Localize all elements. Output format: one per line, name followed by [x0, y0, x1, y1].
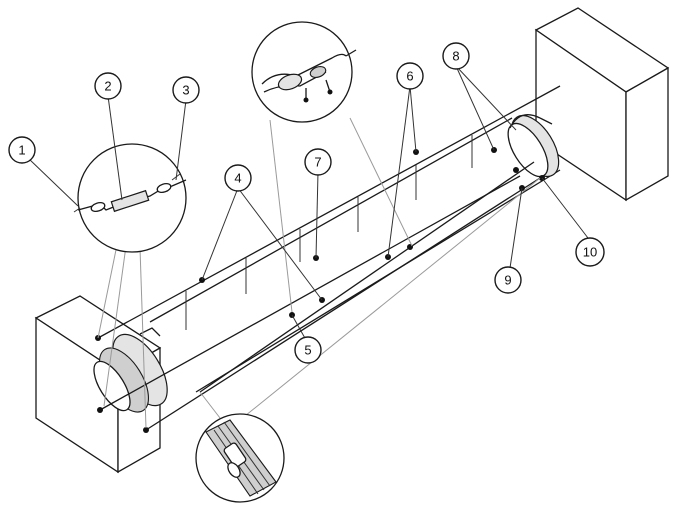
- zipper-detail: [195, 413, 285, 503]
- callout-6-label: 6: [406, 69, 413, 84]
- callout-8: 8: [442, 42, 470, 70]
- callout-9-label: 9: [504, 273, 511, 288]
- callout-4: 4: [224, 164, 252, 192]
- callout-3: 3: [172, 76, 200, 104]
- callout-8-label: 8: [452, 49, 459, 64]
- zoom-guide-lines: [97, 117, 541, 429]
- callout-3-label: 3: [182, 83, 189, 98]
- callout-10: 10: [575, 237, 605, 267]
- callout-1-label: 1: [18, 143, 25, 158]
- pipe: [93, 114, 561, 413]
- callout-2: 2: [94, 72, 122, 100]
- lower-cables: [99, 161, 541, 431]
- top-tension-cable: [97, 85, 561, 339]
- callout-2-label: 2: [104, 79, 111, 94]
- callout-4-label: 4: [234, 171, 241, 186]
- callout-10-label: 10: [583, 245, 597, 260]
- callout-1: 1: [8, 136, 36, 164]
- right-wall-block: [534, 7, 670, 202]
- callout-9: 9: [494, 266, 522, 294]
- callout-5: 5: [294, 336, 322, 364]
- callout-7: 7: [304, 148, 332, 176]
- callout-7-label: 7: [314, 155, 321, 170]
- leader-lines: [27, 65, 589, 341]
- turnbuckle-detail: [73, 143, 187, 253]
- clamp-detail: [251, 21, 357, 123]
- callout-6: 6: [396, 62, 424, 90]
- callout-5-label: 5: [304, 343, 311, 358]
